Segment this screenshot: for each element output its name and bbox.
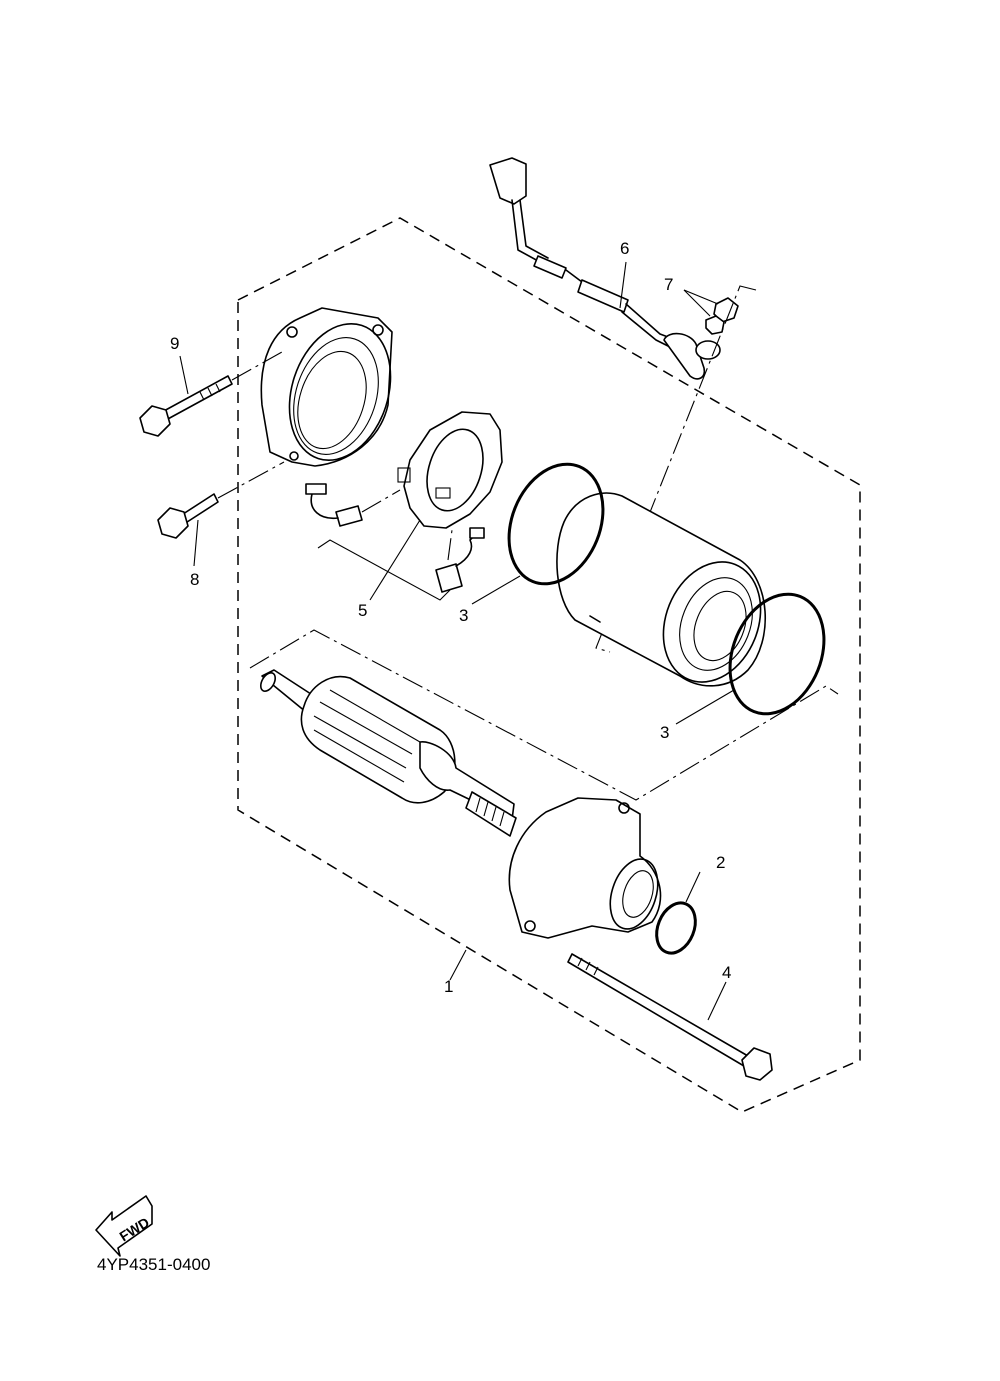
brush-bottom	[435, 527, 485, 593]
armature	[259, 669, 517, 837]
leader-lines	[179, 261, 735, 1021]
lead-wire	[489, 157, 721, 380]
o-ring-2	[655, 901, 697, 955]
callout-3-rear: 3	[660, 723, 669, 742]
through-bolt-4	[567, 953, 773, 1081]
yoke	[556, 492, 766, 687]
bolt-9	[139, 351, 283, 437]
callout-9: 9	[170, 334, 179, 353]
rear-cover	[260, 307, 393, 467]
nuts	[705, 297, 739, 335]
bolt-8	[157, 461, 285, 539]
front-cover	[508, 797, 662, 939]
lead-axis	[595, 285, 757, 653]
brush-plate	[397, 411, 503, 529]
brush-left	[305, 483, 401, 527]
callout-4: 4	[722, 963, 731, 982]
o-ring-3-rear	[728, 592, 826, 716]
callout-2: 2	[716, 853, 725, 872]
callout-8: 8	[190, 570, 199, 589]
drawing-code: 4YP4351-0400	[97, 1255, 210, 1274]
armature-axis	[249, 629, 839, 801]
assembly-boundary	[237, 217, 861, 1113]
callout-5: 5	[358, 601, 367, 620]
o-ring-3-front	[507, 462, 605, 586]
callout-1: 1	[444, 977, 453, 996]
callout-3-front: 3	[459, 606, 468, 625]
fwd-arrow-icon: FWD	[95, 1195, 153, 1257]
callout-6: 6	[620, 239, 629, 258]
bracket-5	[317, 539, 451, 601]
callout-7: 7	[664, 275, 673, 294]
